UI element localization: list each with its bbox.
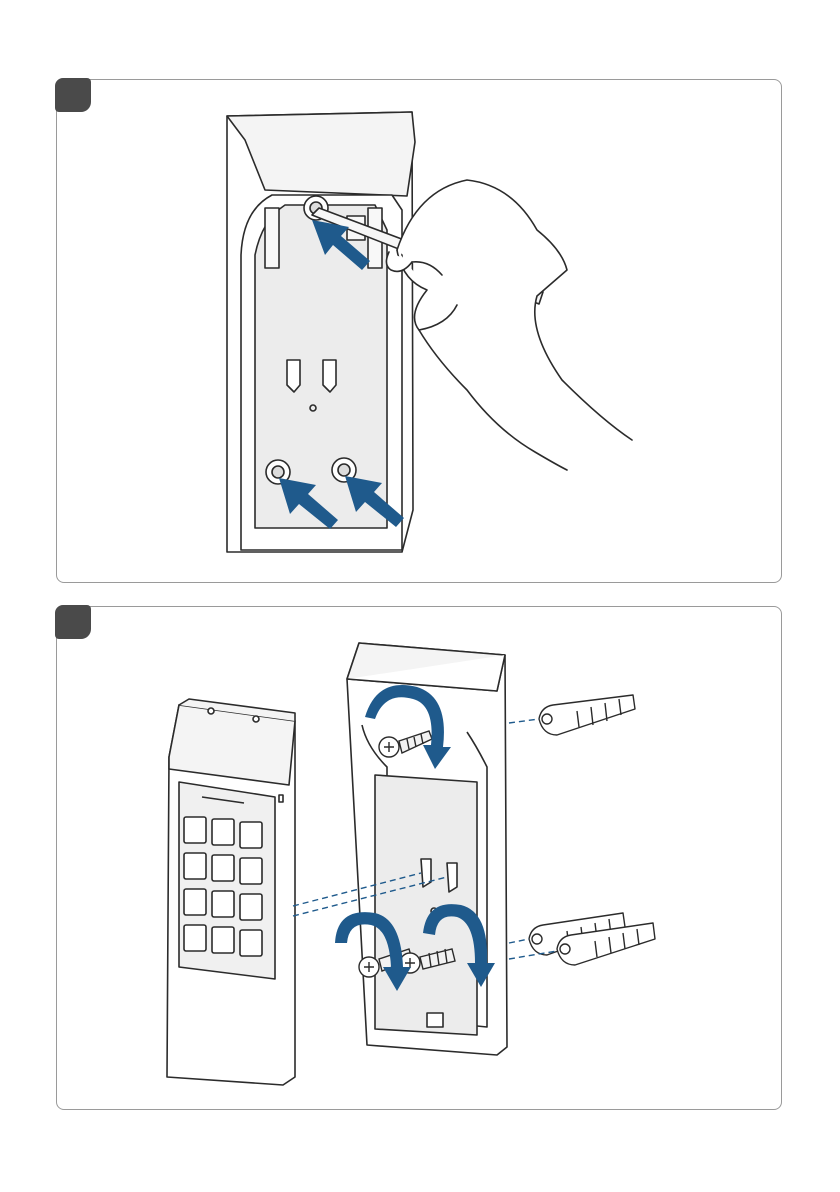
step-1-illustration: [57, 80, 783, 584]
clip-left: [287, 360, 300, 392]
wall-plug-top: [539, 695, 635, 735]
clip-right: [323, 360, 336, 392]
step-2-illustration: [57, 607, 783, 1111]
keypad-device: [167, 699, 295, 1085]
step-2-panel: [56, 606, 782, 1110]
step-1-panel: [56, 79, 782, 583]
wall-plugs: [529, 695, 655, 965]
